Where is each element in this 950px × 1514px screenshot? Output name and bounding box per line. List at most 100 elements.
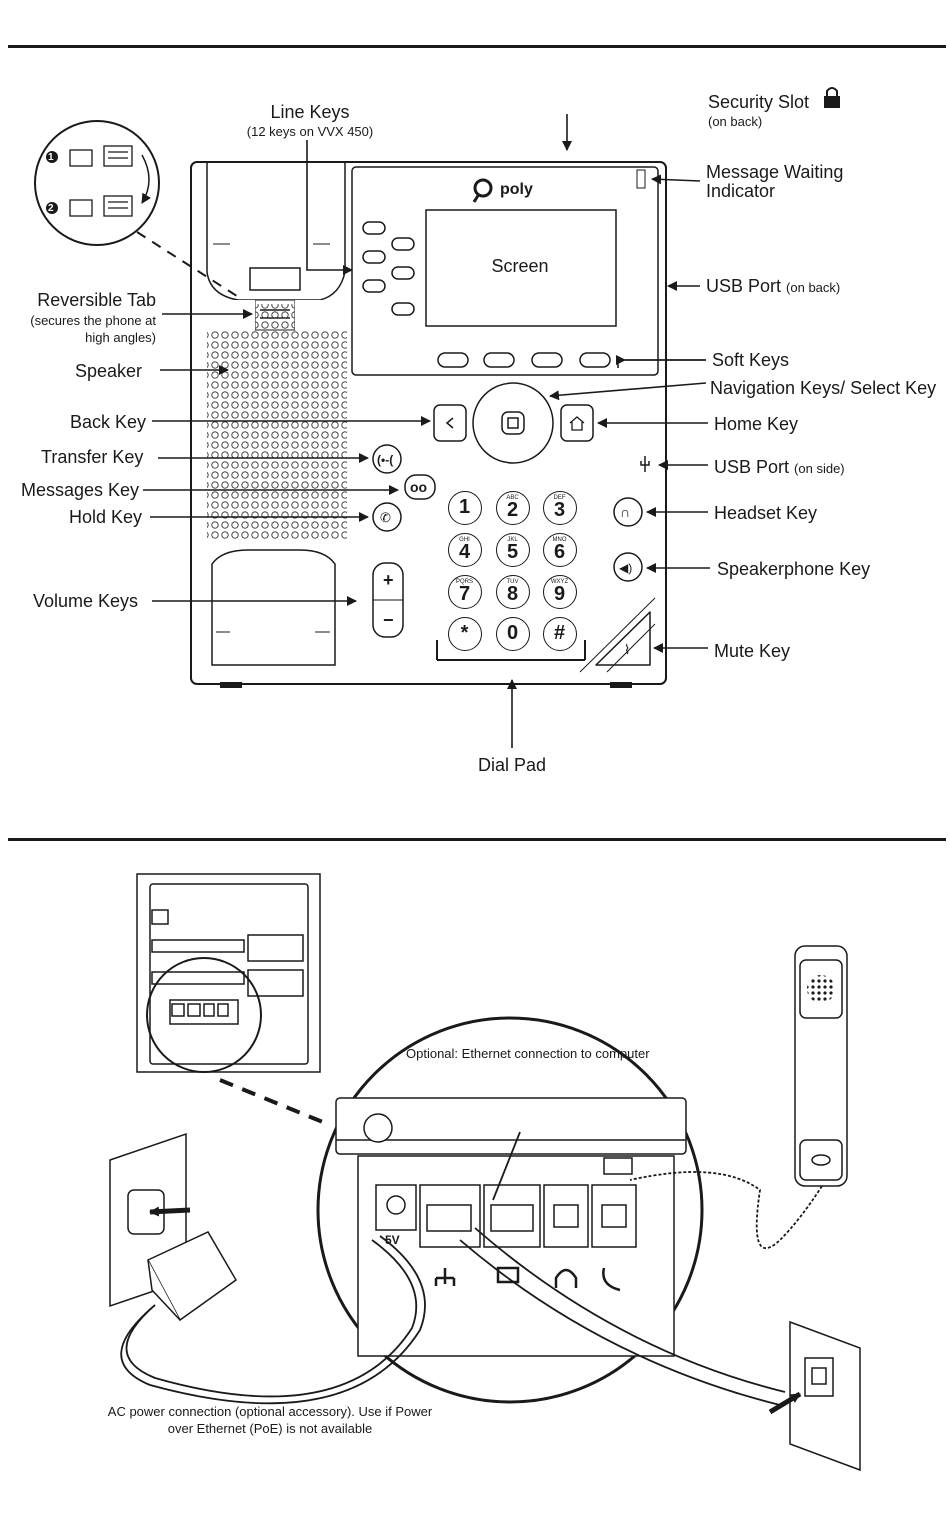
speakerphone-key-shape (613, 552, 643, 582)
power-adapter (146, 1231, 237, 1322)
dialpad-key-letters: ABC (506, 495, 519, 501)
dialpad-key-0[interactable]: 0 (496, 617, 530, 651)
hold-key-shape (372, 502, 402, 532)
dialpad-key-digit: 1 (458, 496, 471, 518)
network-port-icon (434, 1268, 456, 1286)
mute-key-label: Mute Key (714, 641, 791, 661)
wall-outlet (109, 1132, 187, 1308)
message-waiting-led (636, 169, 646, 189)
security-slot-label: Security Slot (708, 92, 810, 112)
reversible-tab-note-1: (secures the phone at (30, 313, 156, 328)
poly-brand: poly (500, 181, 533, 198)
headset-key-label: Headset Key (714, 503, 818, 523)
line-keys (362, 221, 415, 316)
usb-side-label: USB Port (on side) (714, 457, 845, 479)
pc-port-icon (496, 1266, 520, 1284)
dialpad-key-letters: MNO (552, 537, 567, 543)
dial-pad-label: Dial Pad (477, 755, 547, 775)
speakerphone-key-icon: ◀) (619, 561, 633, 575)
dialpad-key-letters: GHI (459, 537, 470, 543)
power-voltage-label: 5V (385, 1233, 400, 1247)
dialpad-key-hash[interactable]: # (543, 617, 577, 651)
soft-keys (437, 352, 611, 368)
usb-back-text: USB Port (706, 276, 782, 296)
display (425, 209, 617, 327)
headset-key-icon: ∩ (620, 504, 631, 520)
dialpad-key-digit: 6 (553, 541, 566, 563)
dialpad-key-digit: 0 (506, 622, 519, 644)
navigation-keys-label: Navigation Keys/ Select Key (710, 378, 937, 398)
dialpad-key-letters: DEF (553, 495, 566, 501)
dialpad-key-digit: 2 (506, 499, 519, 521)
step-1-label: 1 (48, 152, 54, 163)
dialpad-key-digit: # (553, 622, 566, 644)
padlock-icon (824, 87, 840, 108)
ac-power-label-2: over Ethernet (PoE) is not available (167, 1421, 373, 1436)
messages-key-label: Messages Key (21, 480, 140, 500)
wall-phone-jack (789, 1320, 861, 1472)
screen-label: Screen (491, 256, 549, 276)
dialpad-key-digit: 4 (458, 541, 471, 563)
ports-zoom-circle (316, 1016, 704, 1404)
dialpad-key-letters: JKL (507, 537, 518, 543)
navigation-cluster (433, 382, 594, 464)
dialpad-key-digit: 7 (458, 583, 471, 605)
ac-power-label-1: AC power connection (optional accessory)… (107, 1404, 433, 1419)
voicemail-icon: oo (410, 479, 428, 495)
poly-logo (472, 178, 493, 203)
dialpad-key-1[interactable]: 1 (448, 491, 482, 525)
transfer-key-shape (372, 444, 402, 474)
handset (794, 945, 848, 1187)
reversible-tab-zoom (34, 120, 160, 246)
top-divider (8, 45, 946, 48)
dialpad-key-letters: PQRS (455, 579, 473, 585)
dialpad-key-letters: TUV (506, 579, 519, 585)
ethernet-computer-label: Optional: Ethernet connection to compute… (406, 1046, 650, 1061)
dialpad-key-digit: 8 (506, 583, 519, 605)
mute-key-icon: ⌇ (624, 642, 631, 657)
usb-back-note: (on back) (786, 280, 841, 295)
volume-keys-label: Volume Keys (33, 591, 139, 611)
headset-key-shape (613, 497, 643, 527)
handset-port-icon (602, 1267, 621, 1292)
dialpad-key-star[interactable]: * (448, 617, 482, 651)
dialpad-key-digit: 3 (553, 499, 566, 521)
usb-back-label: USB Port (on back) (706, 276, 840, 298)
reversible-tab-label: Reversible Tab (37, 290, 156, 310)
volume-minus-label: − (383, 610, 394, 630)
speaker-grill (207, 304, 347, 540)
usb-side-note: (on side) (794, 461, 845, 476)
transfer-key-icon: (•-( (377, 453, 394, 467)
dialpad-key-digit: 5 (506, 541, 519, 563)
headset-port-icon (554, 1268, 578, 1288)
dialpad-key-letters: WXYZ (550, 579, 569, 585)
messages-key-shape (404, 474, 436, 500)
hold-key-label: Hold Key (69, 507, 143, 527)
middle-divider (8, 838, 946, 841)
usb-side-icon (640, 456, 650, 472)
mute-key-shape (595, 611, 651, 666)
dialpad-key-digit: * (460, 622, 469, 644)
volume-plus-label: + (383, 570, 394, 590)
phone-back-thumbnail (136, 873, 321, 1073)
transfer-key-label: Transfer Key (41, 447, 144, 467)
line-keys-note: (12 keys on VVX 450) (246, 124, 374, 139)
soft-keys-label: Soft Keys (712, 350, 790, 370)
security-slot-note: (on back) (708, 114, 763, 129)
home-key-label: Home Key (714, 414, 799, 434)
speaker-label: Speaker (75, 361, 143, 381)
message-waiting-label-2: Indicator (706, 181, 776, 201)
step-2-label: 2 (48, 203, 54, 214)
usb-side-text: USB Port (714, 457, 790, 477)
back-key-label: Back Key (70, 412, 147, 432)
speakerphone-key-label: Speakerphone Key (717, 559, 871, 579)
line-keys-label: Line Keys (270, 102, 350, 122)
